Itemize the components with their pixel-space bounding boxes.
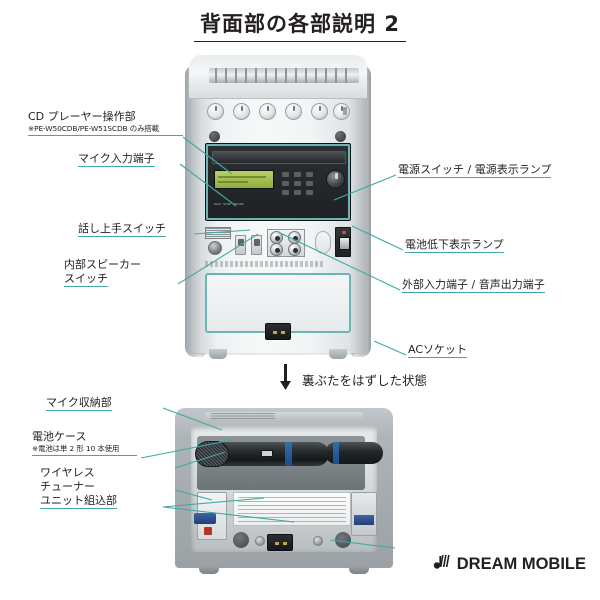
corner-bolt-icon — [335, 131, 346, 142]
mic-blue-band — [333, 442, 339, 464]
callout-internal-speaker-switch-line1: 内部スピーカー — [64, 258, 141, 271]
cd-lcd-display — [214, 170, 274, 189]
internal-speaker-switch-icon — [251, 235, 262, 255]
bottom-top-strip — [205, 412, 363, 422]
callout-cd-player-control: CD プレーヤー操作部 — [28, 110, 136, 123]
callout-wireless-tuner-line1: ワイヤレス — [40, 466, 95, 479]
callout-mic-storage: マイク収納部 — [46, 396, 112, 412]
mic-grille-head-icon — [195, 441, 229, 467]
speak-well-switch-icon — [235, 235, 246, 255]
brand-logo: DREAM MOBILE — [433, 554, 586, 574]
mounting-hole — [335, 532, 351, 548]
chassis-screw — [313, 536, 323, 546]
ac-socket-icon — [265, 323, 291, 340]
cabinet-foot — [349, 566, 369, 574]
callout-power-switch-lamp: 電源スイッチ / 電源表示ランプ — [398, 163, 552, 179]
callout-low-battery-lamp: 電池低下表示ランプ — [405, 238, 504, 254]
mounting-hole — [233, 532, 249, 548]
cd-rotary-dial — [326, 170, 345, 189]
battery-connector — [194, 513, 216, 524]
power-switch-block — [335, 227, 351, 257]
callout-ac-socket: ACソケット — [408, 343, 468, 359]
cabinet-foot — [199, 566, 219, 574]
volume-knob — [233, 103, 250, 120]
volume-knob — [285, 103, 302, 120]
cabinet-foot — [329, 349, 347, 359]
section-divider: 裏ぶたをはずした状態 — [276, 364, 506, 394]
mic-power-switch-icon — [261, 450, 273, 457]
mic-blue-band — [285, 442, 292, 466]
tuner-connector — [354, 515, 374, 525]
rear-connector-strip — [205, 227, 351, 259]
page-title: 背面部の各部説明 2 — [194, 8, 406, 42]
callout-battery-case: 電池ケース — [32, 430, 87, 443]
rear-view-illustration: PLAY STOP PAUSE — [183, 55, 373, 363]
ac-socket-icon — [267, 534, 293, 551]
indicator-led-icon — [343, 107, 347, 115]
power-rocker-switch-icon — [338, 237, 350, 250]
control-knob-row — [203, 103, 353, 125]
callout-wireless-tuner-line2: チューナー — [40, 480, 95, 493]
wireless-tuner-unit-bay — [351, 492, 377, 536]
chassis-screw — [255, 536, 265, 546]
callout-cd-player-note: ※PE-W50CDB/PE-W51SCDB のみ搭載 — [28, 124, 183, 136]
rca-jack-block — [267, 229, 305, 257]
power-lamp-icon — [342, 231, 346, 234]
handle-recess — [315, 231, 331, 254]
volume-knob — [311, 103, 328, 120]
volume-knob — [259, 103, 276, 120]
volume-knob — [333, 103, 350, 120]
music-note-wave-icon — [433, 554, 455, 574]
wireless-microphone — [325, 442, 383, 464]
callout-speak-well-switch: 話し上手スイッチ — [78, 222, 166, 238]
mic-input-jack-icon — [208, 241, 222, 255]
divider-text: 裏ぶたをはずした状態 — [302, 373, 428, 388]
battery-terminal-icon — [204, 527, 212, 535]
cabinet-foot — [209, 349, 227, 359]
down-arrow-icon — [276, 364, 294, 394]
volume-knob — [207, 103, 224, 120]
battery-case-door — [194, 492, 227, 540]
callout-battery-case-note: ※電池は単 2 形 10 本使用 — [32, 444, 137, 456]
callout-internal-speaker-switch-line2: スイッチ — [64, 272, 108, 288]
cabinet-top-cap — [189, 55, 367, 99]
callout-wireless-tuner-line3: ユニット組込部 — [40, 494, 117, 510]
brand-name: DREAM MOBILE — [456, 554, 586, 573]
specification-label-sheet — [233, 492, 351, 526]
panel-silkscreen — [205, 261, 325, 267]
vent-grille-icon — [209, 68, 359, 83]
cd-disc-slot — [212, 151, 346, 164]
corner-bolt-icon — [209, 131, 220, 142]
rca-jack-icon — [288, 243, 301, 256]
speaker-grille-icon — [205, 227, 231, 239]
page-title-wrap: 背面部の各部説明 2 — [0, 8, 600, 42]
cd-player-panel: PLAY STOP PAUSE — [205, 143, 351, 221]
caution-label-print — [211, 413, 275, 420]
open-back-illustration — [175, 408, 393, 578]
rca-jack-icon — [270, 243, 283, 256]
callout-ext-input-audio-output: 外部入力端子 / 音声出力端子 — [402, 278, 545, 294]
callout-mic-input-jack: マイク入力端子 — [78, 152, 155, 168]
